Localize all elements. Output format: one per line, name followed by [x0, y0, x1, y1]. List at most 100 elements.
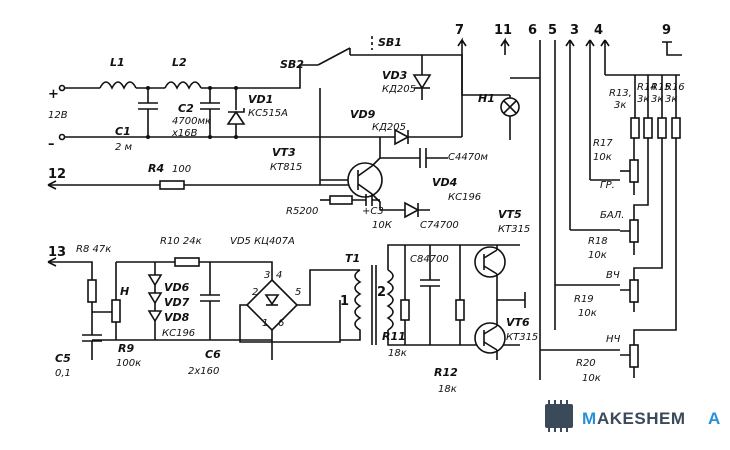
resistor-r10 — [174, 257, 200, 267]
label-terminal-3: 3 — [570, 23, 579, 38]
label-terminal-6: 6 — [528, 23, 537, 38]
diode-vd3 — [412, 74, 432, 90]
label-minus: – — [48, 137, 55, 152]
label-bridge-2: 2 — [252, 287, 258, 298]
label-vd-type: КС196 — [162, 328, 195, 339]
capacitor-c6 — [200, 262, 220, 340]
resistor-r4 — [159, 180, 185, 190]
wire — [199, 261, 273, 280]
label-r17: R17 — [593, 138, 613, 149]
label-vd1-type: КС515А — [248, 108, 288, 119]
capacitor-c4 — [419, 148, 427, 168]
label-r18: R18 — [588, 236, 608, 247]
label-bridge-1: 1 — [262, 318, 268, 329]
lamp-h1-cross — [503, 100, 517, 114]
label-c8: C84700 — [410, 254, 449, 265]
label-r4-val: 100 — [172, 164, 191, 175]
label-sb2: SB2 — [280, 58, 304, 71]
label-vt6: VT6 — [506, 316, 530, 329]
bridge-diode-symbol — [264, 294, 280, 306]
label-vd6: VD6 — [164, 281, 190, 294]
resistor-r12 — [455, 299, 465, 321]
pot-r19 — [629, 279, 639, 303]
transistor-vt5 — [474, 246, 506, 278]
label-vd4: VD4 — [432, 176, 457, 189]
label-vd7: VD7 — [164, 296, 190, 309]
label-r13: R13, — [609, 88, 632, 99]
transformer-t1-primary — [340, 269, 362, 341]
arrow-13 — [47, 257, 57, 267]
label-r19-val: 10к — [578, 308, 597, 319]
resistor-r15 — [657, 117, 667, 139]
zener-vd1-bar — [228, 108, 245, 113]
label-r11-val: 18к — [388, 348, 407, 359]
label-12v: 12В — [48, 110, 68, 121]
label-c1-val: 2 м — [115, 142, 133, 153]
label-t1: T1 — [345, 252, 360, 265]
label-r9-val: 100к — [116, 358, 141, 369]
label-c6-val: 2х160 — [188, 366, 219, 377]
label-r19: R19 — [574, 294, 594, 305]
label-r20: R20 — [576, 358, 596, 369]
pot-r20 — [629, 344, 639, 368]
wire — [297, 269, 360, 306]
zener-vd6-vd8 — [147, 274, 163, 323]
logo-letter-m: M — [582, 409, 597, 428]
label-vt5: VT5 — [498, 208, 522, 221]
label-c7: C74700 — [420, 220, 459, 231]
label-c5-val: 0,1 — [55, 368, 71, 379]
transistor-vt6-pins — [483, 325, 498, 351]
label-sb1: SB1 — [378, 36, 402, 49]
label-l2: L2 — [172, 56, 187, 69]
label-c2-volt: х16В — [171, 128, 198, 139]
terminal-11-arrow — [500, 37, 510, 55]
label-vd4-type: КС196 — [448, 192, 481, 203]
chip-pins — [548, 400, 568, 432]
transformer-t1-secondary — [386, 269, 394, 331]
label-r9: R9 — [118, 342, 134, 355]
label-c2-val: 4700мк — [172, 116, 211, 127]
transistor-vt3-pins — [357, 165, 373, 195]
capacitor-c3 — [352, 194, 380, 206]
label-bridge-4: 4 — [276, 270, 282, 281]
transformer-t1-core — [371, 265, 377, 345]
label-vd8: VD8 — [164, 311, 190, 324]
label-nch: НЧ — [606, 334, 621, 345]
label-r14-val: 3к — [637, 94, 649, 105]
capacitor-c8 — [420, 245, 440, 345]
logo-text: AKESHEM — [597, 409, 686, 428]
label-c2: C2 — [178, 102, 194, 115]
transistor-vt6 — [474, 322, 506, 354]
label-r20-val: 10к — [582, 373, 601, 384]
wire — [620, 138, 663, 312]
label-t1-primary: 1 — [340, 294, 349, 309]
label-vd5: VD5 КЦ407А — [230, 236, 295, 247]
resistor-r13 — [630, 117, 640, 139]
label-bridge-6: 6 — [278, 318, 284, 329]
pot-r18 — [629, 219, 639, 243]
switch-sb2 — [317, 47, 351, 66]
wire — [201, 64, 318, 89]
label-r17-val: 10к — [593, 152, 612, 163]
transistor-vt3 — [347, 162, 383, 198]
zener-vd1 — [226, 110, 246, 125]
label-r16-val: 3к — [665, 94, 677, 105]
label-terminal-9: 9 — [662, 23, 671, 38]
label-bridge-3: 3 — [264, 270, 270, 281]
logo-letter-a: A — [708, 409, 721, 428]
label-r11: R11 — [382, 330, 406, 343]
label-c6: C6 — [205, 348, 221, 361]
label-r18-val: 10к — [588, 250, 607, 261]
label-r15: R15 — [651, 82, 671, 93]
resistor-r8 — [87, 279, 97, 303]
terminal-arrows — [565, 39, 610, 75]
label-terminal-7: 7 — [455, 23, 464, 38]
capacitor-c2 — [200, 102, 220, 110]
label-terminal-5: 5 — [548, 23, 557, 38]
label-r8: R8 47к — [76, 244, 111, 255]
label-vt3-type: КТ815 — [270, 162, 302, 173]
label-terminal-4: 4 — [594, 23, 603, 38]
label-bridge-5: 5 — [295, 287, 301, 298]
